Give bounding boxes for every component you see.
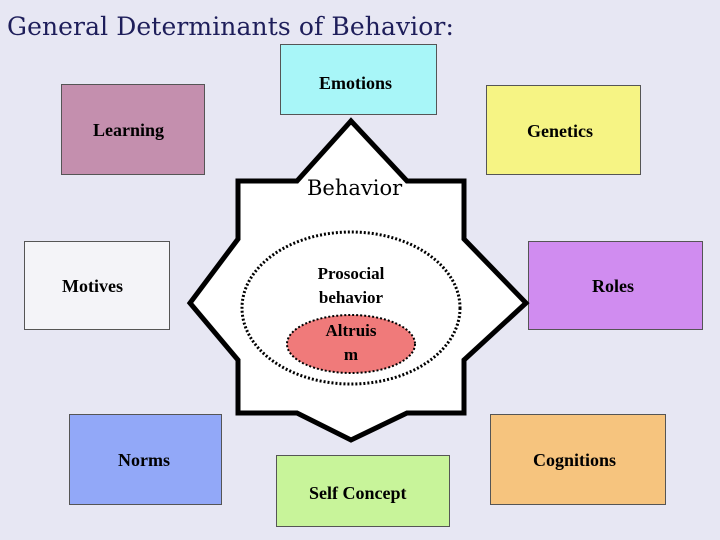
- cognitions-label: Cognitions: [533, 450, 617, 470]
- altruism-line-2: m: [343, 345, 359, 364]
- motives-label: Motives: [62, 276, 123, 296]
- norms-box: Norms: [69, 414, 222, 505]
- norms-label: Norms: [118, 450, 170, 470]
- cognitions-box: Cognitions: [490, 414, 666, 505]
- self-concept-label: Self Concept: [309, 483, 407, 503]
- prosocial-behavior-label: Prosocial behavior: [300, 262, 402, 310]
- genetics-box: Genetics: [486, 85, 641, 175]
- emotions-label: Emotions: [319, 73, 393, 93]
- motives-box: Motives: [24, 241, 170, 330]
- roles-box: Roles: [528, 241, 703, 330]
- page-title: General Determinants of Behavior:: [7, 12, 454, 41]
- altruism-ellipse: [286, 314, 416, 374]
- roles-label: Roles: [592, 276, 634, 296]
- self-concept-box: Self Concept: [276, 455, 450, 527]
- behavior-label: Behavior: [307, 176, 403, 200]
- altruism-label: Altruis m: [306, 319, 396, 367]
- learning-box: Learning: [61, 84, 205, 175]
- altruism-line-1: Altruis: [325, 321, 377, 340]
- genetics-label: Genetics: [527, 121, 593, 141]
- learning-label: Learning: [93, 120, 165, 140]
- prosocial-line-2: behavior: [318, 288, 384, 307]
- emotions-box: Emotions: [280, 44, 437, 115]
- prosocial-line-1: Prosocial: [317, 264, 385, 283]
